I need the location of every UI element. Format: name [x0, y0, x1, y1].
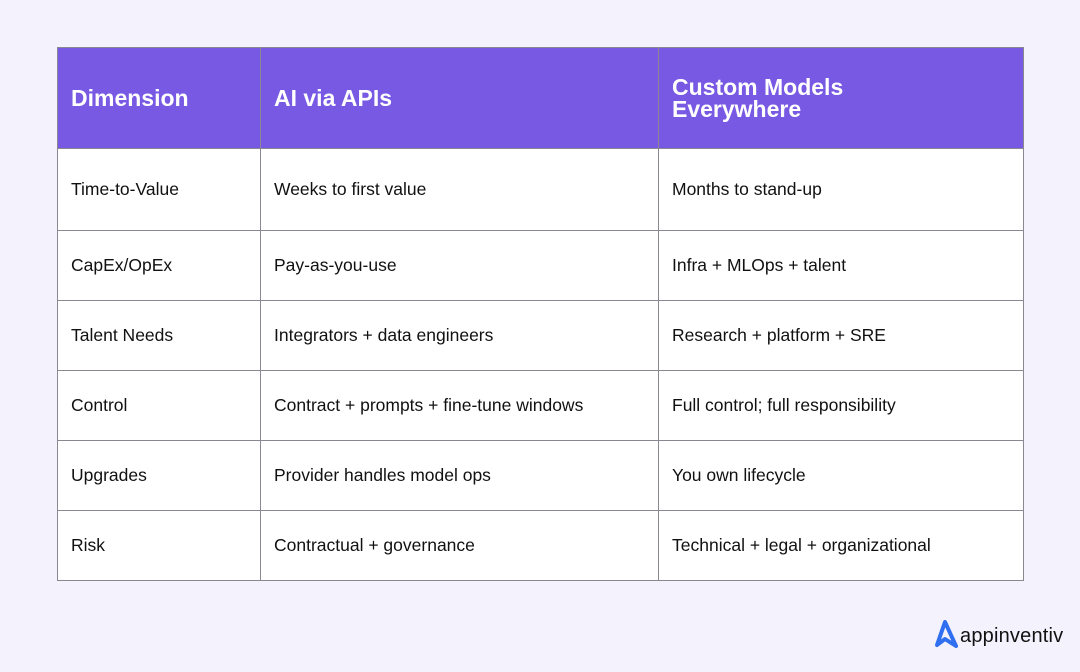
brand-name: appinventiv — [960, 625, 1064, 647]
cell-custom-models: Technical + legal + organizational — [658, 510, 1024, 581]
cell-dimension: Time-to-Value — [57, 148, 261, 231]
table-row: Talent Needs Integrators + data engineer… — [57, 300, 1024, 371]
cell-custom-models: Full control; full responsibility — [658, 370, 1024, 441]
cell-ai-via-apis: Contractual + governance — [260, 510, 659, 581]
table-row: Upgrades Provider handles model ops You … — [57, 440, 1024, 511]
cell-ai-via-apis: Integrators + data engineers — [260, 300, 659, 371]
table-row: Risk Contractual + governance Technical … — [57, 510, 1024, 581]
header-custom-models: Custom Models Everywhere — [658, 47, 1024, 149]
table-row: CapEx/OpEx Pay-as-you-use Infra + MLOps … — [57, 230, 1024, 301]
table-header-row: Dimension AI via APIs Custom Models Ever… — [57, 47, 1024, 149]
table-row: Control Contract + prompts + fine-tune w… — [57, 370, 1024, 441]
cell-custom-models: Infra + MLOps + talent — [658, 230, 1024, 301]
comparison-table: Dimension AI via APIs Custom Models Ever… — [57, 47, 1024, 581]
cell-dimension: Talent Needs — [57, 300, 261, 371]
cell-ai-via-apis: Pay-as-you-use — [260, 230, 659, 301]
table-row: Time-to-Value Weeks to first value Month… — [57, 148, 1024, 231]
brand-logo: appinventiv — [932, 620, 1063, 653]
cell-dimension: Upgrades — [57, 440, 261, 511]
cell-ai-via-apis: Provider handles model ops — [260, 440, 659, 511]
cell-custom-models: You own lifecycle — [658, 440, 1024, 511]
cell-ai-via-apis: Contract + prompts + fine-tune windows — [260, 370, 659, 441]
header-custom-models-label: Custom Models Everywhere — [672, 74, 844, 122]
header-dimension: Dimension — [57, 47, 261, 149]
cell-ai-via-apis: Weeks to first value — [260, 148, 659, 231]
cell-custom-models: Months to stand-up — [658, 148, 1024, 231]
cell-dimension: Risk — [57, 510, 261, 581]
cell-custom-models: Research + platform + SRE — [658, 300, 1024, 371]
appinventiv-logo-icon — [932, 620, 958, 653]
header-ai-via-apis: AI via APIs — [260, 47, 659, 149]
cell-dimension: CapEx/OpEx — [57, 230, 261, 301]
cell-dimension: Control — [57, 370, 261, 441]
